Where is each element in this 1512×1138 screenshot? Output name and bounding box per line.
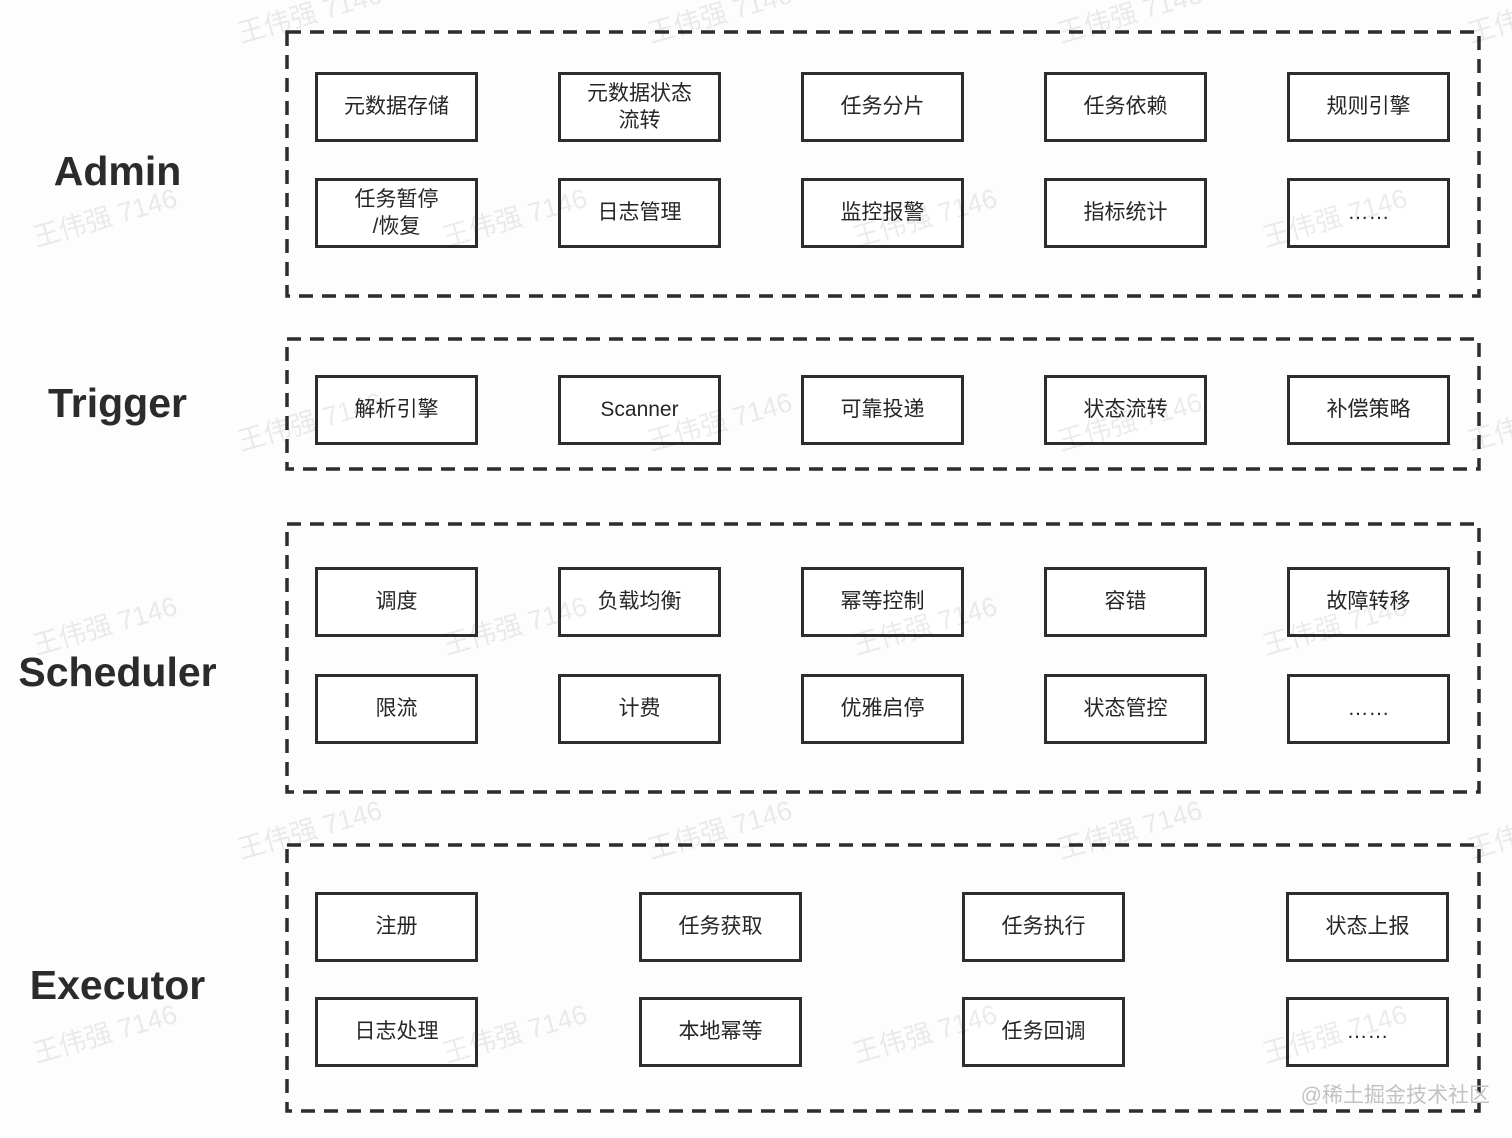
box-metadata-storage: 元数据存储 xyxy=(315,72,478,142)
box-compensation-strategy: 补偿策略 xyxy=(1287,375,1450,445)
box-task-execute: 任务执行 xyxy=(962,892,1125,962)
box-idempotent-control: 幂等控制 xyxy=(801,567,964,637)
box-log-management: 日志管理 xyxy=(558,178,721,248)
dashed-border xyxy=(285,843,1481,1113)
layer-label-scheduler: Scheduler xyxy=(18,649,217,695)
box-local-idempotent: 本地幂等 xyxy=(639,997,802,1067)
box-task-dependency: 任务依赖 xyxy=(1044,72,1207,142)
layer-label-admin: Admin xyxy=(53,148,182,194)
box-failover: 故障转移 xyxy=(1287,567,1450,637)
box-admin-more: …… xyxy=(1287,178,1450,248)
box-log-processing: 日志处理 xyxy=(315,997,478,1067)
box-metric-stats: 指标统计 xyxy=(1044,178,1207,248)
box-state-control: 状态管控 xyxy=(1044,674,1207,744)
box-load-balance: 负载均衡 xyxy=(558,567,721,637)
box-rate-limit: 限流 xyxy=(315,674,478,744)
box-rule-engine: 规则引擎 xyxy=(1287,72,1450,142)
box-fault-tolerance: 容错 xyxy=(1044,567,1207,637)
box-state-transition: 状态流转 xyxy=(1044,375,1207,445)
layer-label-executor: Executor xyxy=(29,962,206,1008)
box-monitor-alert: 监控报警 xyxy=(801,178,964,248)
box-task-fetch: 任务获取 xyxy=(639,892,802,962)
box-scheduler-more: …… xyxy=(1287,674,1450,744)
scheduler-layer: 调度 负载均衡 幂等控制 容错 故障转移 限流 计费 优雅启停 状态管控 …… xyxy=(285,522,1481,794)
box-register: 注册 xyxy=(315,892,478,962)
dashed-border xyxy=(285,30,1481,298)
dashed-border xyxy=(285,522,1481,794)
box-parse-engine: 解析引擎 xyxy=(315,375,478,445)
box-dispatch: 调度 xyxy=(315,567,478,637)
box-task-callback: 任务回调 xyxy=(962,997,1125,1067)
box-executor-more: …… xyxy=(1286,997,1449,1067)
box-metadata-state-flow: 元数据状态 流转 xyxy=(558,72,721,142)
box-task-pause-resume: 任务暂停 /恢复 xyxy=(315,178,478,248)
executor-layer: 注册 任务获取 任务执行 状态上报 日志处理 本地幂等 任务回调 …… xyxy=(285,843,1481,1113)
box-graceful-start-stop: 优雅启停 xyxy=(801,674,964,744)
box-reliable-delivery: 可靠投递 xyxy=(801,375,964,445)
box-scanner: Scanner xyxy=(558,375,721,445)
dashed-border xyxy=(285,337,1481,471)
layer-label-trigger: Trigger xyxy=(48,380,187,426)
trigger-layer: 解析引擎 Scanner 可靠投递 状态流转 补偿策略 xyxy=(285,337,1481,471)
box-status-report: 状态上报 xyxy=(1286,892,1449,962)
box-task-sharding: 任务分片 xyxy=(801,72,964,142)
admin-layer: 元数据存储 元数据状态 流转 任务分片 任务依赖 规则引擎 任务暂停 /恢复 日… xyxy=(285,30,1481,298)
box-billing: 计费 xyxy=(558,674,721,744)
